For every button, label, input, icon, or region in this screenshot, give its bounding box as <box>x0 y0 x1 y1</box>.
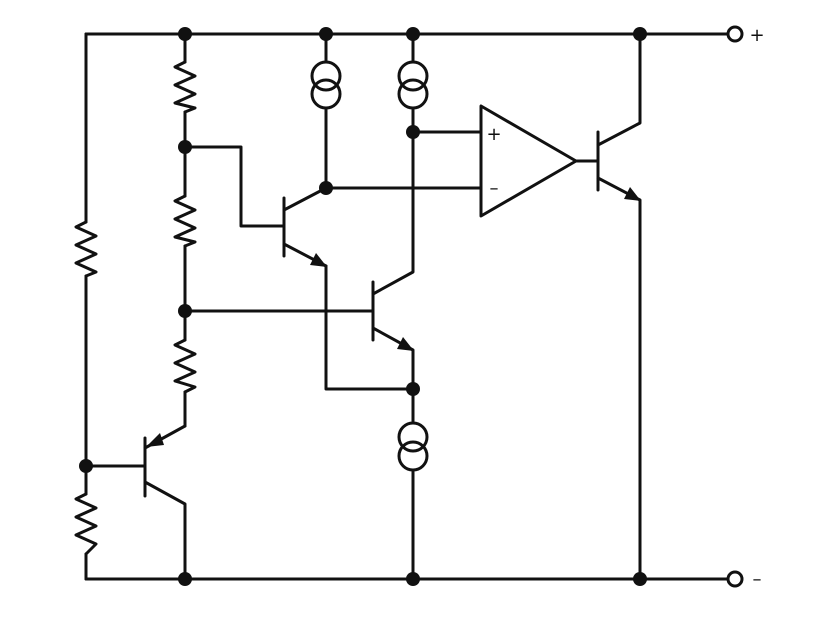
negative-terminal-label: – <box>753 569 762 590</box>
junction-dots <box>79 27 647 586</box>
resistor-chain-top <box>173 60 197 114</box>
opamp-plus-label: + <box>486 124 501 145</box>
transistor-q1 <box>183 145 415 391</box>
positive-terminal: + <box>726 25 765 46</box>
current-source-2 <box>397 32 429 134</box>
opamp: + – <box>324 104 600 218</box>
opamp-minus-label: – <box>490 178 499 199</box>
current-source-3 <box>397 387 429 581</box>
positive-terminal-label: + <box>749 25 764 46</box>
negative-terminal: – <box>726 569 762 590</box>
transistor-q2 <box>183 130 415 391</box>
resistor-left-upper <box>74 220 98 278</box>
resistor-chain-middle <box>173 194 197 248</box>
current-source-1 <box>310 32 342 190</box>
transistor-q4 <box>84 424 187 581</box>
resistor-chain-bottom <box>173 338 197 394</box>
transistor-q3 <box>596 32 642 581</box>
resistor-left-lower <box>74 492 98 556</box>
